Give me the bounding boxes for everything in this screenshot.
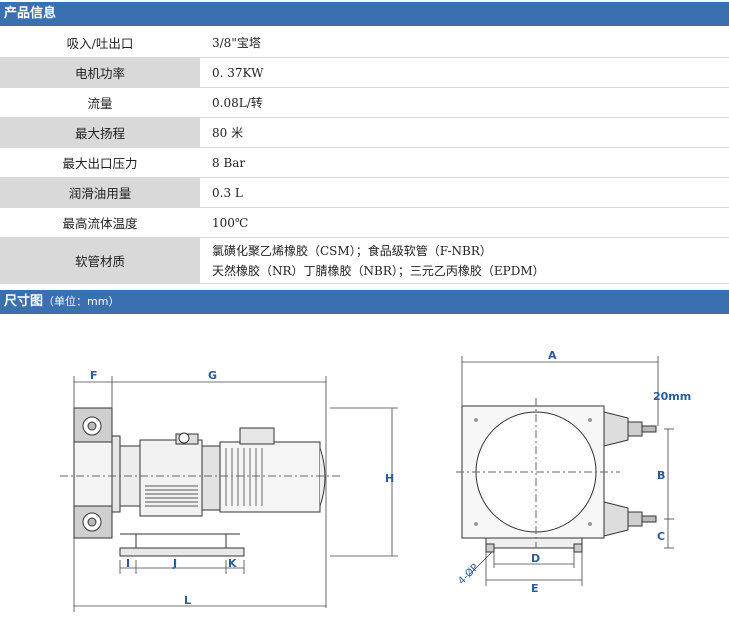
table-row: 最高流体温度 100℃ <box>0 208 729 238</box>
dimensions-header: 尺寸图（单位：mm） <box>0 290 729 314</box>
dim-label-G: G <box>208 369 217 382</box>
dim-label-L: L <box>184 594 191 607</box>
row-label: 最高流体温度 <box>62 216 138 231</box>
row-label: 最大出口压力 <box>62 156 138 171</box>
motor <box>219 441 321 513</box>
dim-label-D: D <box>531 552 540 565</box>
product-info-header: 产品信息 <box>0 2 729 26</box>
dim-label-20mm: 20mm <box>653 390 691 403</box>
dim-label-J: J <box>172 557 177 570</box>
dim-label-B: B <box>657 469 665 482</box>
row-value: 氯磺化聚乙烯橡胶（CSM）；食品级软管（F-NBR） 天然橡胶（NR）丁腈橡胶（… <box>212 243 545 278</box>
dim-label-A: A <box>548 349 557 362</box>
dimension-drawing: F G H I J K L A B C D E 20mm 4-ØP <box>0 316 729 618</box>
table-row: 电机功率 0. 37KW <box>0 58 729 88</box>
upper-outlet-port <box>603 411 629 447</box>
row-label: 吸入/吐出口 <box>66 36 134 51</box>
product-info-title: 产品信息 <box>4 6 57 21</box>
row-value: 100℃ <box>212 215 249 230</box>
row-value: 0.08L/转 <box>212 96 263 110</box>
dimensions-unit-note: （单位：mm） <box>43 295 120 308</box>
motor-flange <box>201 445 221 511</box>
dim-label-E: E <box>531 582 539 595</box>
row-value: 0.3 L <box>212 185 243 200</box>
drawing-svg: F G H I J K L A B C D E 20mm 4-ØP <box>60 349 691 612</box>
table-row: 流量 0.08L/转 <box>0 88 729 118</box>
row-label: 最大扬程 <box>0 118 200 147</box>
terminal-box <box>239 427 275 445</box>
row-label: 软管材质 <box>0 238 200 283</box>
row-label: 润滑油用量 <box>0 178 200 207</box>
table-row: 润滑油用量 0.3 L <box>0 178 729 208</box>
row-value: 80 米 <box>212 126 244 140</box>
table-row: 最大扬程 80 米 <box>0 118 729 148</box>
table-row: 软管材质 氯磺化聚乙烯橡胶（CSM）；食品级软管（F-NBR） 天然橡胶（NR）… <box>0 238 729 284</box>
dim-label-F: F <box>90 369 98 382</box>
row-value: 3/8"宝塔 <box>212 36 261 50</box>
table-row: 最大出口压力 8 Bar <box>0 148 729 178</box>
row-label: 流量 <box>87 96 113 111</box>
row-label: 电机功率 <box>0 58 200 87</box>
dimensions-title: 尺寸图 <box>4 294 44 309</box>
mounting-base <box>485 537 583 549</box>
dim-label-holes: 4-ØP <box>456 562 481 587</box>
base-plate <box>119 547 245 557</box>
row-value: 0. 37KW <box>212 65 264 80</box>
dim-label-I: I <box>126 557 130 570</box>
spec-table: 吸入/吐出口 3/8"宝塔 电机功率 0. 37KW 流量 0.08L/转 最大… <box>0 28 729 284</box>
dim-label-H: H <box>385 472 394 485</box>
dim-label-K: K <box>228 557 237 570</box>
dim-label-C: C <box>657 530 665 543</box>
lifting-eye-icon <box>178 432 190 444</box>
lower-outlet-port <box>603 501 629 537</box>
row-value: 8 Bar <box>212 155 246 170</box>
table-row: 吸入/吐出口 3/8"宝塔 <box>0 28 729 58</box>
